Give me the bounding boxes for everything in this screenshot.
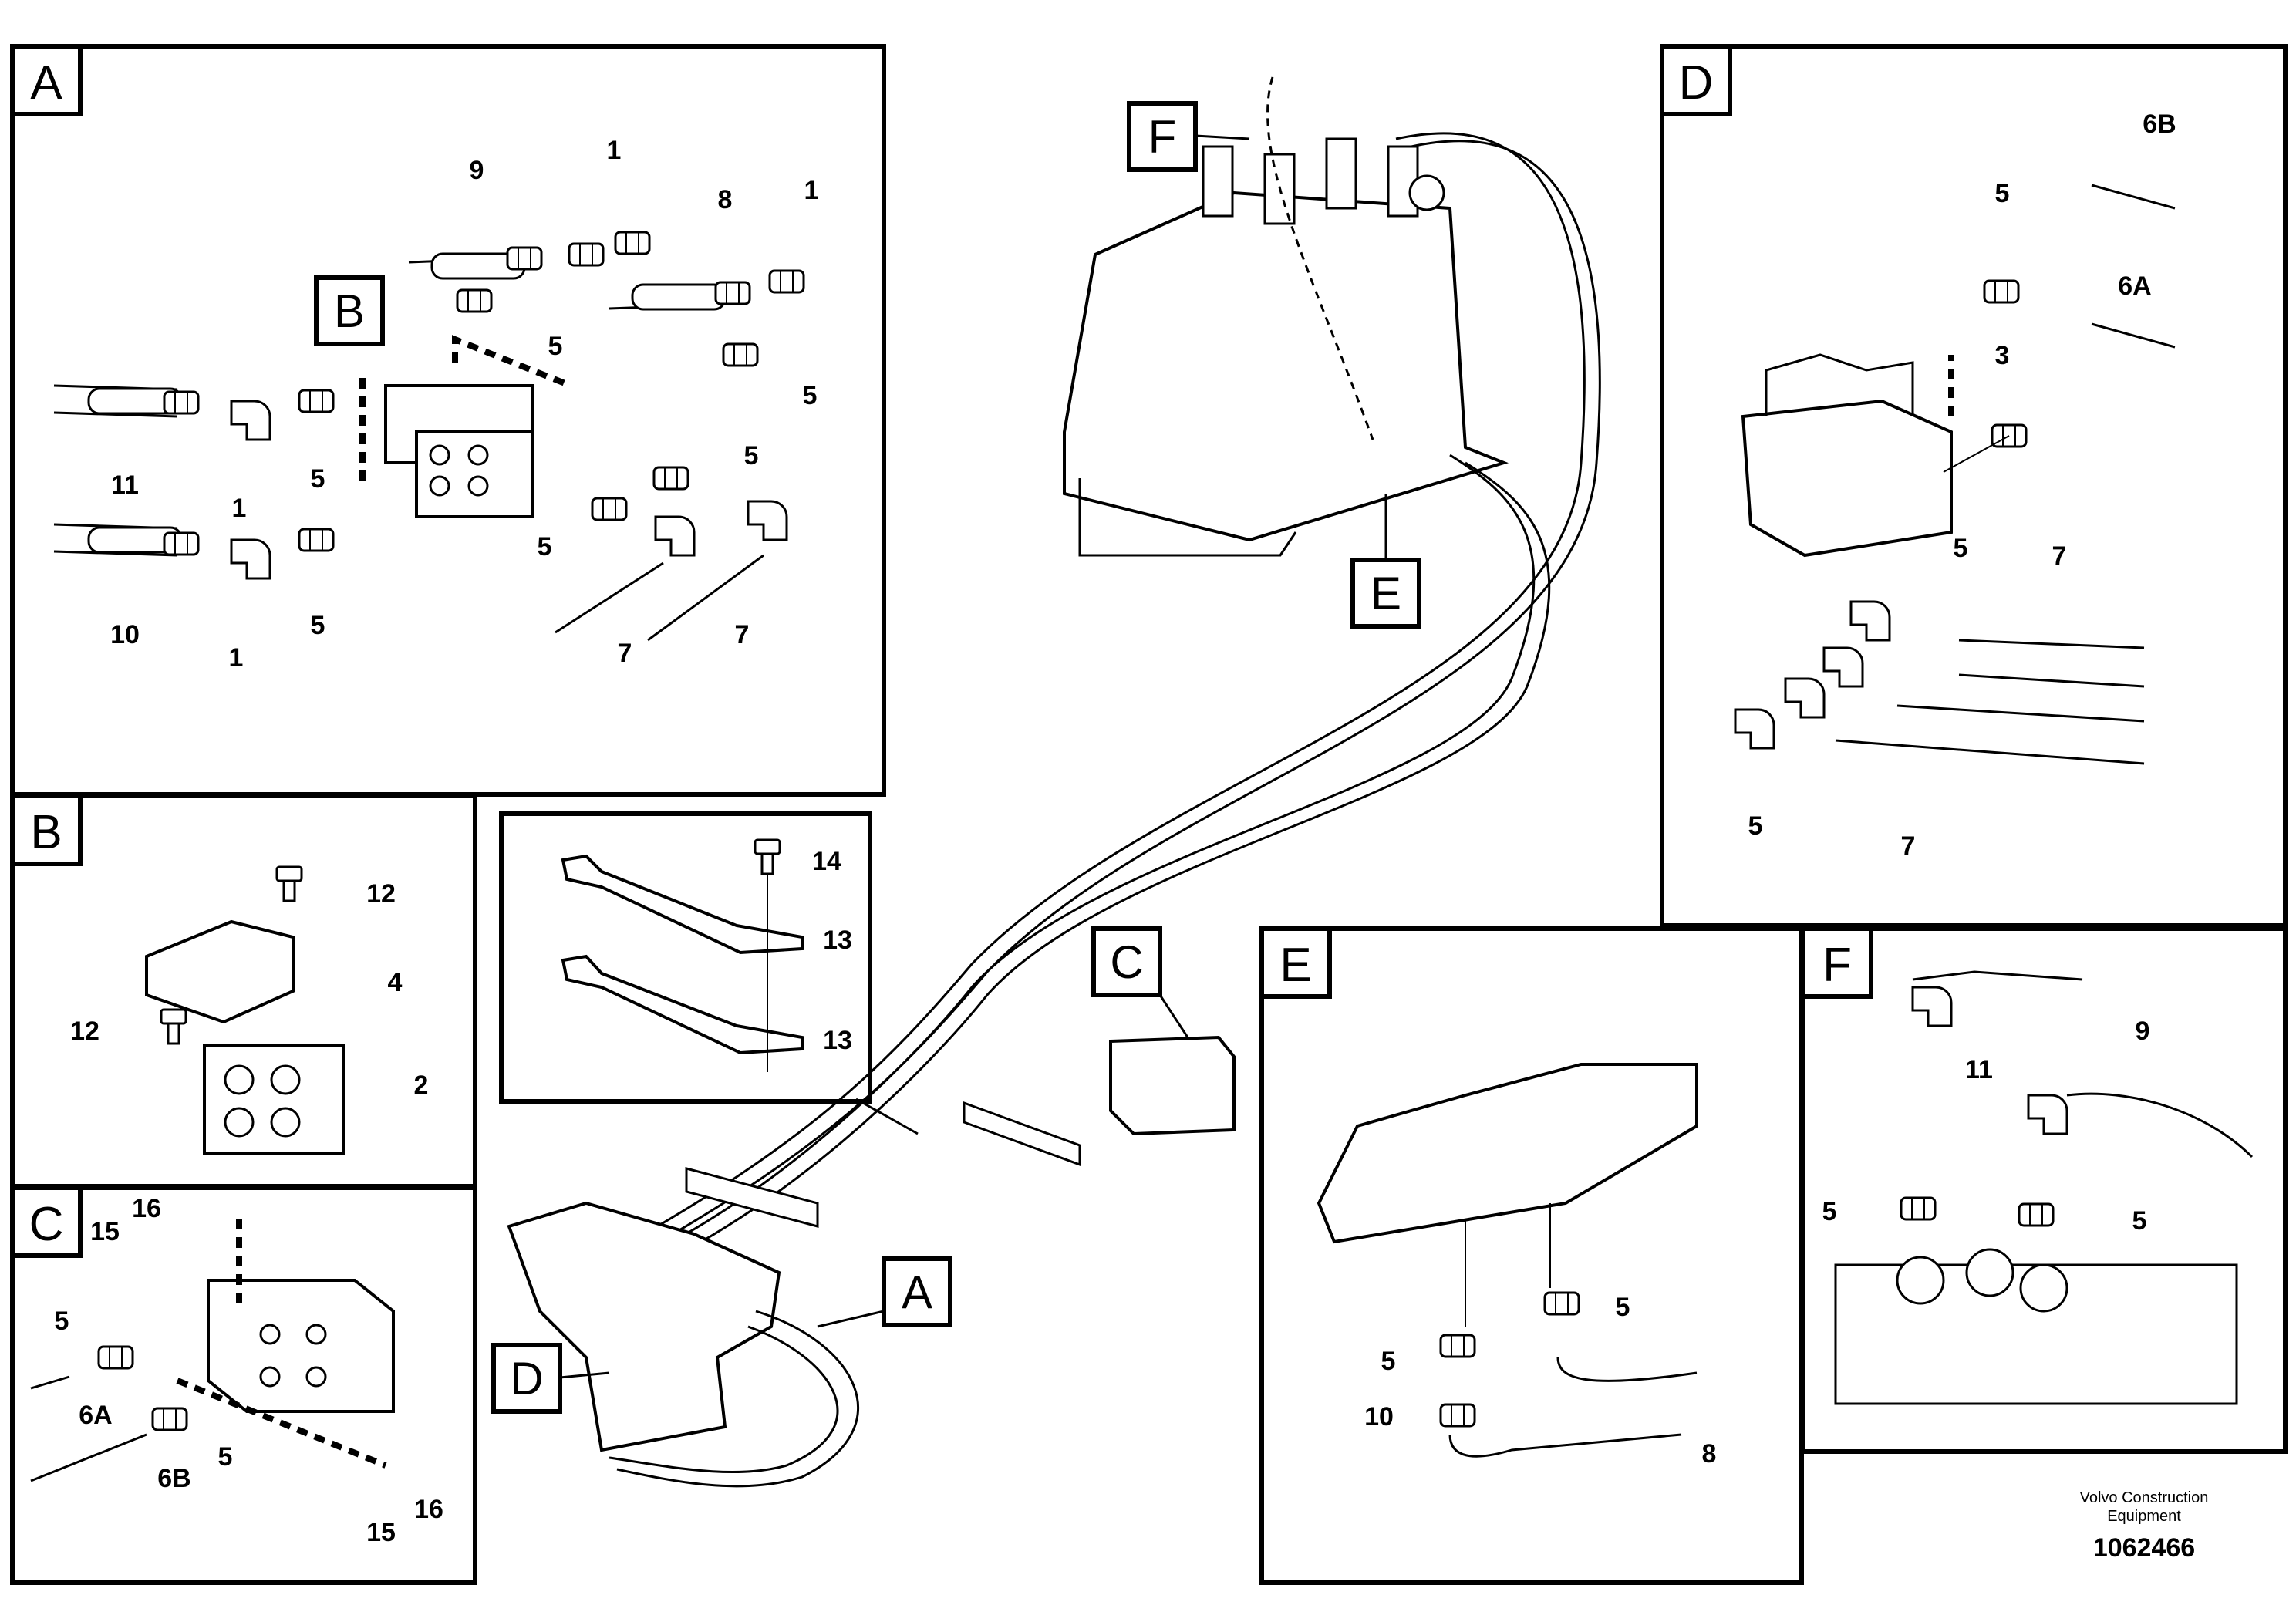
label: 1 (232, 494, 247, 523)
panel-d: D 6B 5 6A 3 5 7 5 7 (1660, 44, 2288, 928)
panel-bracket: 14 13 13 (499, 811, 919, 1135)
callout-e: E (1371, 568, 1401, 619)
label: 5 (1381, 1347, 1396, 1376)
label: 5 (1748, 811, 1763, 841)
label: 16 (132, 1194, 161, 1223)
label: 8 (1702, 1439, 1717, 1469)
label: 16 (414, 1495, 443, 1524)
label: 1 (229, 643, 244, 673)
callout-f: F (1148, 111, 1177, 163)
panel-c: C 16 15 5 6A 5 6B 16 15 (10, 1185, 477, 1585)
label: 13 (823, 926, 852, 955)
label: 6A (2118, 271, 2151, 301)
footer: Volvo Construction Equipment 1062466 (2021, 1489, 2267, 1563)
label: 3 (1995, 341, 2010, 370)
callout-a: A (902, 1266, 932, 1318)
panel-e-letter: E (1279, 939, 1311, 992)
label: 15 (90, 1217, 120, 1246)
label: 5 (1822, 1197, 1837, 1226)
label: 10 (110, 620, 140, 649)
label: 1 (607, 136, 622, 165)
label: 5 (218, 1442, 233, 1472)
label: 8 (718, 185, 733, 214)
label: 14 (812, 847, 841, 876)
label: 9 (2136, 1017, 2150, 1046)
callout-b: B (334, 285, 365, 337)
label: 4 (388, 968, 403, 997)
label: 1 (804, 176, 819, 205)
callout-c: C (1110, 936, 1143, 988)
label: 5 (311, 611, 325, 640)
label: 5 (538, 532, 552, 561)
label: 5 (1954, 534, 1968, 563)
panel-a-letter: A (30, 56, 62, 110)
document-number: 1062466 (2092, 1533, 2196, 1563)
panel-a: A (10, 44, 886, 797)
label: 5 (55, 1307, 69, 1336)
brand-line-1: Volvo Construction (2079, 1489, 2209, 1506)
label: 12 (366, 879, 396, 909)
label: 7 (2052, 541, 2067, 571)
label: 11 (1965, 1055, 1993, 1084)
label: 5 (2132, 1206, 2147, 1236)
label: 5 (1995, 179, 2010, 208)
label: 12 (70, 1017, 99, 1046)
label: 7 (735, 620, 750, 649)
callout-d: D (510, 1353, 543, 1404)
panel-c-letter: C (29, 1198, 64, 1251)
label: 5 (311, 464, 325, 494)
label: 5 (548, 332, 563, 361)
label: 13 (823, 1026, 852, 1055)
panel-f: F 11 9 5 5 (1801, 926, 2288, 1454)
label: 5 (803, 381, 818, 410)
label: 15 (366, 1518, 396, 1547)
label: 5 (1616, 1293, 1630, 1322)
label: 9 (470, 156, 484, 185)
label: 2 (414, 1071, 429, 1100)
label: 6A (79, 1401, 112, 1430)
label: 7 (618, 639, 632, 668)
overview-drawing: F E C A D (491, 76, 1601, 1488)
panel-b: B 12 4 12 2 (10, 794, 477, 1189)
label: 6B (2143, 110, 2176, 139)
panel-b-letter: B (30, 806, 62, 859)
label: 11 (111, 470, 139, 500)
panel-f-letter: F (1822, 939, 1852, 992)
label: 6B (157, 1464, 190, 1493)
label: 10 (1364, 1402, 1394, 1431)
panel-e: E 5 5 10 8 (1259, 926, 1804, 1585)
brand-line-2: Equipment (2107, 1508, 2181, 1525)
panel-d-letter: D (1679, 56, 1714, 110)
label: 7 (1901, 831, 1916, 861)
label: 5 (744, 441, 759, 470)
